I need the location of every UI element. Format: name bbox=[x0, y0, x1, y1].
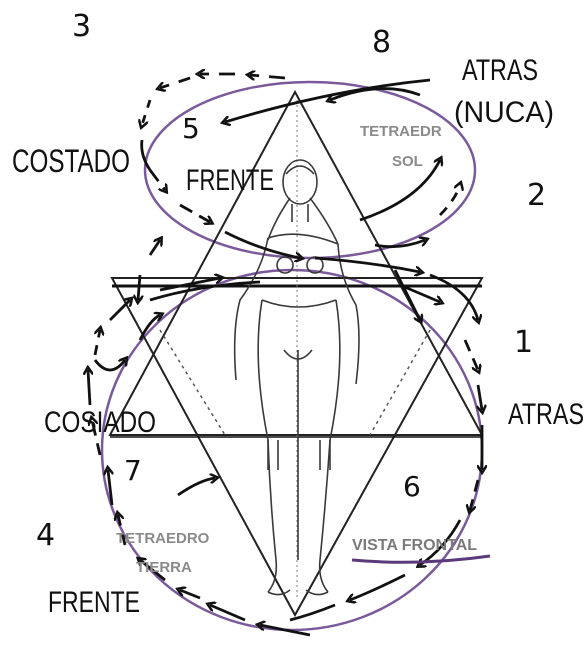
number-3: 3 bbox=[72, 9, 91, 44]
label-cosiado-mid: COSIADO bbox=[44, 406, 156, 439]
number-4: 4 bbox=[36, 518, 55, 553]
label-atras-right: ATRAS bbox=[508, 398, 584, 431]
number-5: 5 bbox=[182, 112, 200, 145]
number-8: 8 bbox=[372, 25, 391, 60]
label-tetraedro-sol-2: SOL bbox=[392, 153, 423, 170]
label-vista-frontal: VISTA FRONTAL bbox=[352, 537, 477, 554]
dotted-line-right bbox=[370, 330, 430, 435]
label-frente-top: FRENTE bbox=[186, 164, 274, 197]
number-2: 2 bbox=[527, 178, 546, 213]
label-atras-nuca-2: (NUCA) bbox=[454, 96, 554, 129]
label-tetraedro-sol-1: TETRAEDR bbox=[360, 123, 442, 140]
upward-triangle bbox=[110, 92, 482, 435]
number-6: 6 bbox=[403, 470, 421, 503]
label-tetraedro-tierra-2: TIERRA bbox=[136, 559, 192, 576]
number-7: 7 bbox=[124, 454, 142, 487]
label-costado-top: COSTADO bbox=[12, 143, 130, 179]
vista-frontal-underline bbox=[352, 556, 490, 562]
label-tetraedro-tierra-1: TETRAEDRO bbox=[116, 530, 210, 547]
number-1: 1 bbox=[514, 325, 533, 360]
label-atras-nuca-1: ATRAS bbox=[462, 54, 538, 87]
label-frente-bottom: FRENTE bbox=[48, 586, 140, 619]
